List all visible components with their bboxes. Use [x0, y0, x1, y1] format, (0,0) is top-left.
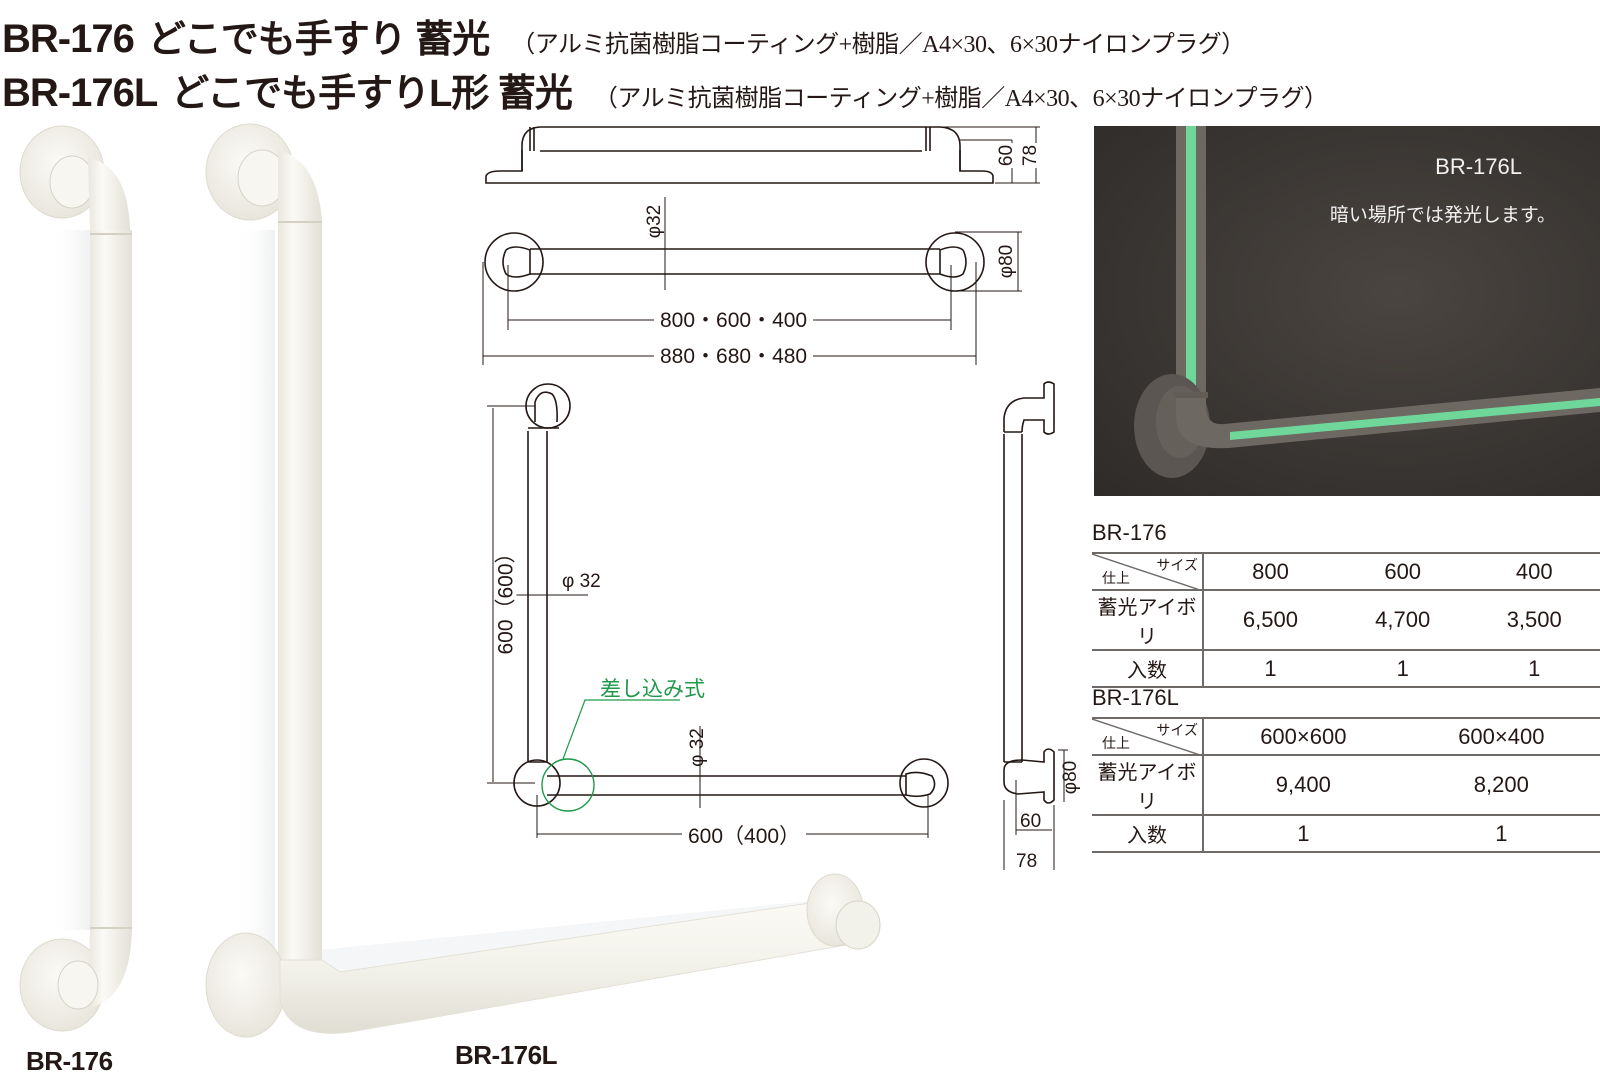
joint-note: 差し込み式 — [600, 678, 705, 701]
table-corner-cell: サイズ 仕上 — [1092, 717, 1204, 756]
quantity-cell: 1 — [1203, 814, 1403, 853]
price-table-br176: サイズ 仕上 800 600 400 蓄光アイボリ 6,500 4,700 3,… — [1092, 552, 1600, 688]
glow-rail-illustration — [1134, 126, 1600, 478]
photo-label-br176: BR-176 — [26, 1046, 113, 1076]
quantity-cell: 1 — [1402, 814, 1600, 853]
table-row: 蓄光アイボリ 6,500 4,700 3,500 — [1092, 589, 1600, 650]
glow-photo-model: BR-176L — [1435, 154, 1522, 179]
photo-br176l — [205, 123, 881, 1038]
title-product-name: どこでも手すり 蓄光 — [147, 19, 490, 61]
quantity-cell: 1 — [1203, 649, 1337, 688]
dim-pipe-diameter: φ32 — [644, 202, 666, 241]
row-label: 入数 — [1092, 814, 1204, 853]
title-model: BR-176 — [2, 17, 135, 61]
row-label: 蓄光アイボリ — [1092, 754, 1204, 815]
corner-finish-label: 仕上 — [1102, 735, 1130, 751]
row-label: 入数 — [1092, 649, 1204, 688]
corner-size-label: サイズ — [1156, 722, 1198, 738]
title-br176: BR-176 どこでも手すり 蓄光 （アルミ抗菌樹脂コーティング+樹脂／A4×3… — [2, 8, 1245, 63]
title-br176l: BR-176L どこでも手すりL形 蓄光 （アルミ抗菌樹脂コーティング+樹脂／A… — [2, 62, 1328, 117]
title-product-name: どこでも手すりL形 蓄光 — [171, 73, 573, 115]
price-cell: 6,500 — [1203, 589, 1337, 650]
dim-l-vertical-length: 600（600） — [495, 536, 518, 661]
glow-photo: BR-176L 暗い場所では発光します。 — [1094, 126, 1600, 496]
price-cell: 9,400 — [1203, 754, 1403, 815]
table-corner-cell: サイズ 仕上 — [1092, 552, 1204, 591]
dim-flange-diameter: φ80 — [996, 242, 1018, 281]
column-header: 600×600 — [1203, 717, 1403, 755]
product-photos — [19, 123, 881, 1038]
photo-label-br176l: BR-176L — [455, 1040, 557, 1070]
price-cell: 4,700 — [1336, 589, 1469, 650]
technical-drawings — [482, 126, 1068, 870]
dim-l-side-depth-inner: 60 — [1020, 811, 1042, 832]
table-row: 入数 1 1 1 — [1092, 649, 1600, 688]
price-table-br176l: サイズ 仕上 600×600 600×400 蓄光アイボリ 9,400 8,20… — [1092, 717, 1600, 853]
photo-br176 — [19, 125, 132, 1032]
title-material-spec: （アルミ抗菌樹脂コーティング+樹脂／A4×30、6×30ナイロンプラグ） — [511, 32, 1245, 58]
dim-l-horizontal-length: 600（400） — [682, 826, 807, 847]
dim-center-length: 800・600・400 — [654, 310, 814, 331]
table-title-br176l: BR-176L — [1092, 685, 1179, 710]
dim-l-pipe-diameter-vertical: φ 32 — [562, 571, 601, 592]
table-title-br176: BR-176 — [1092, 520, 1167, 545]
table-row: 入数 1 1 — [1092, 814, 1600, 853]
dim-l-pipe-diameter-horizontal: φ 32 — [686, 728, 708, 767]
dim-overall-length: 880・680・480 — [654, 346, 814, 367]
quantity-cell: 1 — [1336, 649, 1469, 688]
dim-side-height-outer: 78 — [1020, 142, 1042, 169]
column-header: 400 — [1468, 552, 1600, 590]
drawing-straight-side — [485, 126, 1040, 184]
column-header: 600 — [1336, 552, 1469, 590]
price-cell: 3,500 — [1468, 589, 1600, 650]
column-header: 600×400 — [1402, 717, 1600, 755]
glow-photo-caption: 暗い場所では発光します。 — [1329, 205, 1556, 226]
dim-side-height-inner: 60 — [996, 142, 1018, 169]
title-model: BR-176L — [2, 71, 158, 115]
drawing-straight-front — [482, 197, 1022, 365]
drawing-l-front — [487, 383, 949, 838]
table-header-row: サイズ 仕上 800 600 400 — [1092, 552, 1600, 591]
drawing-l-side — [1003, 381, 1068, 870]
quantity-cell: 1 — [1468, 649, 1600, 688]
price-cell: 8,200 — [1402, 754, 1600, 815]
corner-finish-label: 仕上 — [1102, 570, 1130, 586]
dim-l-side-depth-outer: 78 — [1014, 851, 1040, 872]
dim-l-side-flange: φ80 — [1060, 760, 1082, 795]
title-material-spec: （アルミ抗菌樹脂コーティング+樹脂／A4×30、6×30ナイロンプラグ） — [593, 86, 1328, 112]
corner-size-label: サイズ — [1156, 557, 1198, 573]
table-row: 蓄光アイボリ 9,400 8,200 — [1092, 754, 1600, 815]
table-header-row: サイズ 仕上 600×600 600×400 — [1092, 717, 1600, 756]
row-label: 蓄光アイボリ — [1092, 589, 1204, 650]
column-header: 800 — [1203, 552, 1337, 590]
